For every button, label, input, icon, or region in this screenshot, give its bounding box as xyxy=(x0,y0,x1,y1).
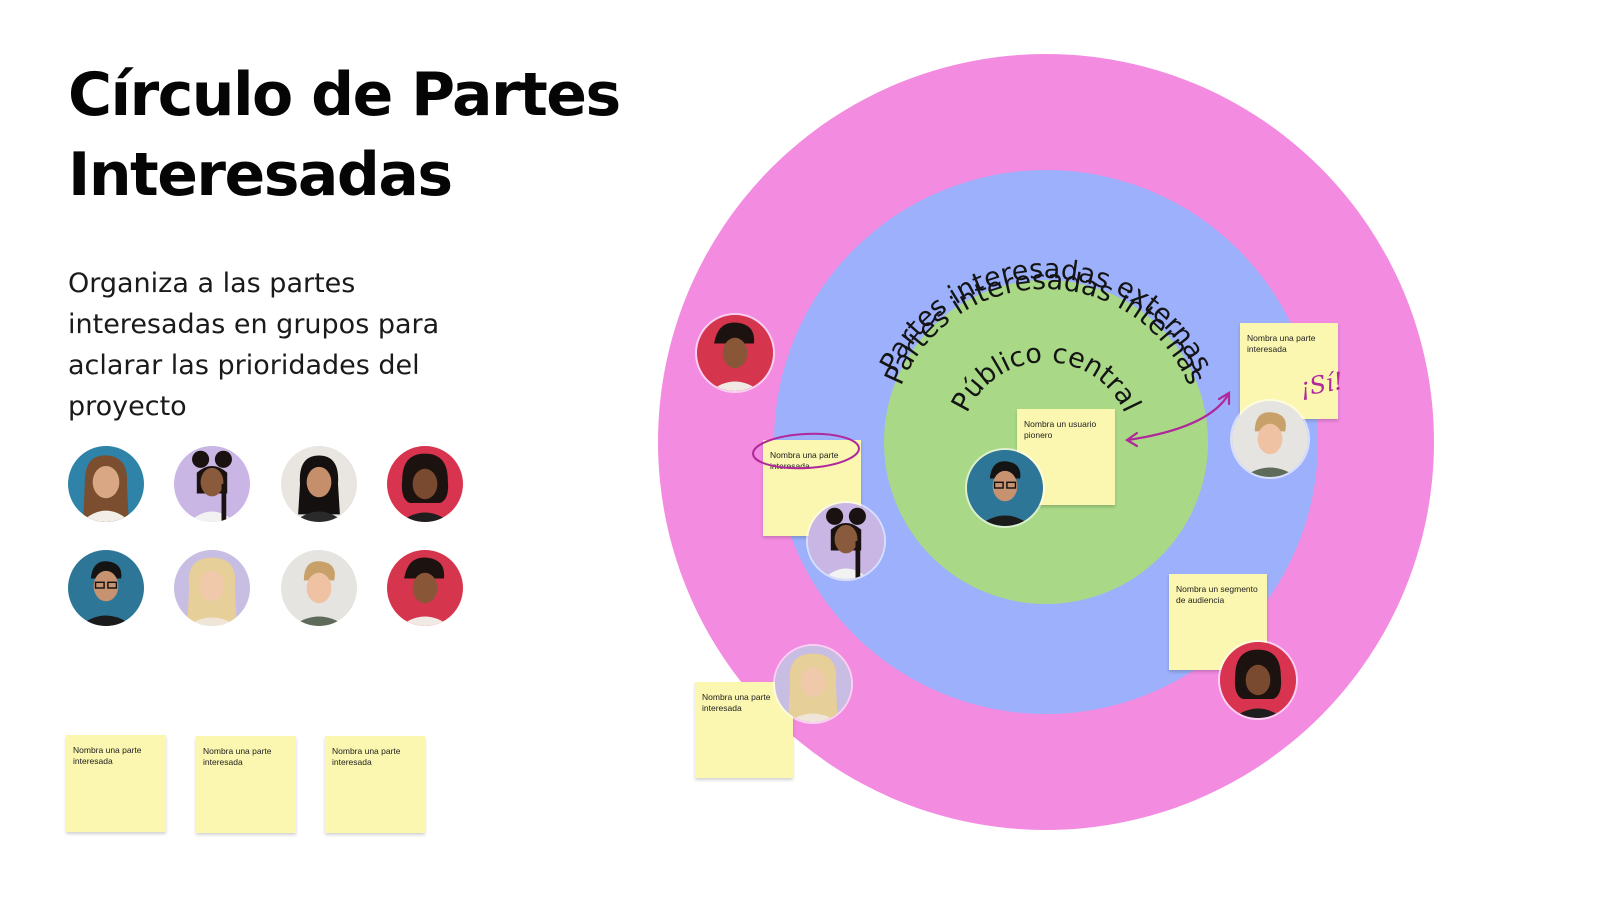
person-avatar-7-icon xyxy=(1232,401,1308,477)
arrow-head-end xyxy=(1217,391,1231,406)
person-avatar-4-icon xyxy=(387,446,463,522)
person-avatar-6-icon xyxy=(775,646,851,722)
palette-avatar-2[interactable] xyxy=(172,444,252,524)
person-avatar-2-icon xyxy=(808,503,884,579)
sticky-note-text: Nombra una parte interesada xyxy=(332,746,401,767)
sticky-note-text: Nombra una parte interesada xyxy=(73,745,142,766)
sticky-note-text: Nombra una parte interesada xyxy=(1247,333,1316,354)
palette-sticky-note-3[interactable]: Nombra una parte interesada xyxy=(325,736,425,833)
person-avatar-6-icon xyxy=(174,550,250,626)
diagram-avatar-right[interactable] xyxy=(1230,399,1310,479)
person-avatar-4-icon xyxy=(1220,642,1296,718)
palette-avatar-8[interactable] xyxy=(385,548,465,628)
person-avatar-7-icon xyxy=(281,550,357,626)
palette-avatar-1[interactable] xyxy=(66,444,146,524)
person-avatar-5-icon xyxy=(967,450,1043,526)
diagram-avatar-bottom-left[interactable] xyxy=(773,644,853,724)
palette-avatar-3[interactable] xyxy=(279,444,359,524)
page-subtitle: Organiza a las partes interesadas en gru… xyxy=(68,268,440,422)
diagram-avatar-internal[interactable] xyxy=(806,501,886,581)
person-avatar-8-icon xyxy=(697,315,773,391)
person-avatar-2-icon xyxy=(174,446,250,522)
sticky-note-text: Nombra una parte interesada xyxy=(702,692,771,713)
sticky-note-text: Nombra un usuario pionero xyxy=(1024,419,1097,440)
palette-avatar-4[interactable] xyxy=(385,444,465,524)
diagram-avatar-outer-left[interactable] xyxy=(695,313,775,393)
arrow-head-start xyxy=(1124,431,1139,448)
annotation-arrow xyxy=(1127,394,1229,442)
palette-sticky-note-2[interactable]: Nombra una parte interesada xyxy=(196,736,296,833)
sticky-note-text: Nombra un segmento de audiencia xyxy=(1176,584,1258,605)
palette-avatar-5[interactable] xyxy=(66,548,146,628)
person-avatar-3-icon xyxy=(281,446,357,522)
page-title: Círculo de Partes Interesadas xyxy=(68,55,621,215)
palette-avatar-6[interactable] xyxy=(172,548,252,628)
diagram-avatar-center[interactable] xyxy=(965,448,1045,528)
person-avatar-5-icon xyxy=(68,550,144,626)
sticky-note-text: Nombra una parte interesada xyxy=(203,746,272,767)
palette-avatar-7[interactable] xyxy=(279,548,359,628)
title-line-2: Interesadas xyxy=(68,140,453,210)
person-avatar-8-icon xyxy=(387,550,463,626)
palette-sticky-note-1[interactable]: Nombra una parte interesada xyxy=(66,735,166,832)
title-line-1: Círculo de Partes xyxy=(68,60,621,130)
person-avatar-1-icon xyxy=(68,446,144,522)
diagram-avatar-bottom-right[interactable] xyxy=(1218,640,1298,720)
sticky-note-text: Nombra una parte interesada xyxy=(770,450,839,471)
